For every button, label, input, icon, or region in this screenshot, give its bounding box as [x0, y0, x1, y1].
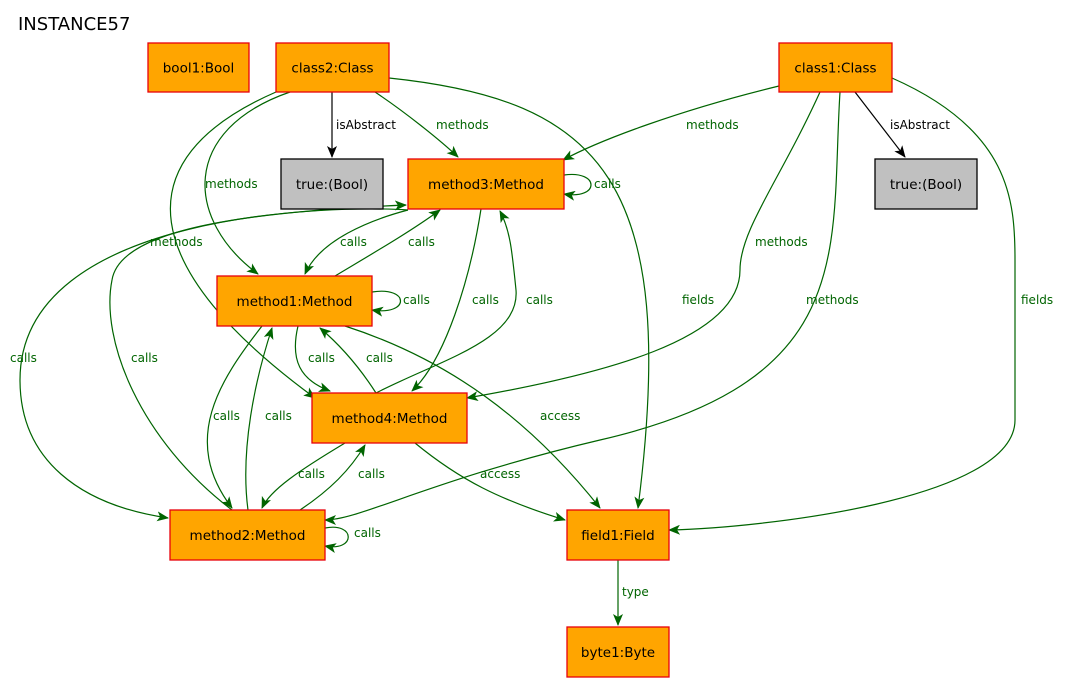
node-label-class2: class2:Class — [291, 61, 373, 77]
edge-method4-method2-calls — [261, 442, 346, 509]
node-method1: method1:Method — [216, 275, 373, 327]
edge-class1-method4-methods — [466, 91, 821, 402]
node-field1: field1:Field — [566, 509, 670, 561]
edge-method2-method1-calls — [245, 327, 274, 511]
edge-label-methods: methods — [686, 118, 739, 132]
edge-method1-method1-calls — [371, 290, 401, 317]
edge-method4-field1-access — [414, 442, 566, 522]
edge-label-calls: calls — [358, 467, 385, 481]
edge-class2-method3-methods — [374, 91, 459, 158]
node-byte1: byte1:Byte — [566, 626, 670, 678]
edge-method1-method4-calls — [294, 325, 331, 392]
node-box-method3 — [407, 158, 565, 210]
node-box-field1 — [566, 509, 670, 561]
node-true_c1: true:(Bool) — [874, 158, 978, 210]
edge-class2-method4-methods — [170, 91, 316, 399]
edge-label-calls: calls — [408, 235, 435, 249]
edge-method1-method3-calls — [334, 209, 441, 277]
edge-method4-method1-calls — [319, 327, 377, 394]
node-box-true_c2 — [280, 158, 384, 210]
node-label-true_c1: true:(Bool) — [890, 177, 962, 193]
edge-label-isAbstract: isAbstract — [336, 118, 396, 132]
node-label-field1: field1:Field — [581, 528, 654, 544]
node-method2: method2:Method — [169, 509, 326, 561]
edge-label-fields: fields — [1021, 293, 1053, 307]
edge-method2-method2-calls — [324, 526, 349, 553]
edge-label-calls: calls — [131, 351, 158, 365]
edge-label-calls: calls — [354, 526, 381, 540]
node-class2: class2:Class — [275, 42, 390, 93]
edge-class1-field1-fields — [668, 77, 1016, 535]
node-class1: class1:Class — [778, 42, 893, 93]
edge-label-calls: calls — [594, 177, 621, 191]
edge-label-methods: methods — [205, 177, 258, 191]
node-box-true_c1 — [874, 158, 978, 210]
edge-label-calls: calls — [472, 293, 499, 307]
edge-method1-field1-access — [344, 325, 601, 509]
edge-label-calls: calls — [10, 351, 37, 365]
diagram-title: INSTANCE57 — [18, 14, 130, 35]
node-label-method1: method1:Method — [237, 294, 353, 310]
edge-method3-method2-calls — [19, 208, 409, 522]
edge-method3-method4-calls — [411, 208, 482, 392]
node-label-method2: method2:Method — [190, 528, 306, 544]
edge-method3-method1-calls — [304, 209, 409, 275]
edge-labels-layer: isAbstract isAbstract methods methods method… — [10, 118, 1053, 599]
edge-label-calls: calls — [265, 409, 292, 423]
node-box-byte1 — [566, 626, 670, 678]
edge-method2-method4-calls — [299, 444, 366, 511]
edge-label-fields: fields — [682, 293, 714, 307]
edge-label-methods: methods — [755, 235, 808, 249]
node-box-class1 — [778, 42, 893, 93]
node-label-bool1: bool1:Bool — [163, 61, 235, 77]
edge-label-calls: calls — [366, 351, 393, 365]
edge-method4-method3-calls — [375, 210, 517, 394]
edge-label-methods: methods — [150, 235, 203, 249]
node-box-method1 — [216, 275, 373, 327]
node-label-method4: method4:Method — [332, 411, 448, 427]
edge-method1-method2-calls — [206, 325, 263, 509]
node-box-bool1 — [147, 42, 250, 93]
edges-layer — [19, 77, 1016, 626]
nodes-layer: bool1:Bool class2:Class class1:Class true:(… — [147, 42, 978, 678]
edge-class1-method3-methods — [562, 85, 780, 161]
edge-label-calls: calls — [298, 467, 325, 481]
edge-label-isAbstract: isAbstract — [890, 118, 950, 132]
node-box-method4 — [311, 392, 468, 444]
edge-label-calls: calls — [526, 293, 553, 307]
edge-class1-method2-methods — [324, 91, 841, 525]
node-label-class1: class1:Class — [794, 61, 876, 77]
node-method4: method4:Method — [311, 392, 468, 444]
edge-label-calls: calls — [308, 351, 335, 365]
node-box-method2 — [169, 509, 326, 561]
edge-method3-method3-calls — [563, 173, 592, 201]
node-label-method3: method3:Method — [428, 177, 544, 193]
edge-label-calls: calls — [403, 293, 430, 307]
node-method3: method3:Method — [407, 158, 565, 210]
edge-method2-method3-calls — [109, 200, 407, 511]
node-label-true_c2: true:(Bool) — [296, 177, 368, 193]
edge-class2-field1-fields — [388, 77, 650, 509]
node-box-class2 — [275, 42, 390, 93]
edge-label-calls: calls — [213, 409, 240, 423]
edge-label-type: type — [622, 585, 649, 599]
node-bool1: bool1:Bool — [147, 42, 250, 93]
edge-label-calls: calls — [340, 235, 367, 249]
edge-class2-method1-methods — [204, 91, 291, 275]
node-label-byte1: byte1:Byte — [581, 645, 655, 661]
edge-label-methods: methods — [806, 293, 859, 307]
edge-label-access: access — [480, 467, 520, 481]
edge-class1-true_c1-isAbstract — [854, 91, 906, 158]
edge-label-access: access — [540, 409, 580, 423]
node-true_c2: true:(Bool) — [280, 158, 384, 210]
edge-label-methods: methods — [436, 118, 489, 132]
